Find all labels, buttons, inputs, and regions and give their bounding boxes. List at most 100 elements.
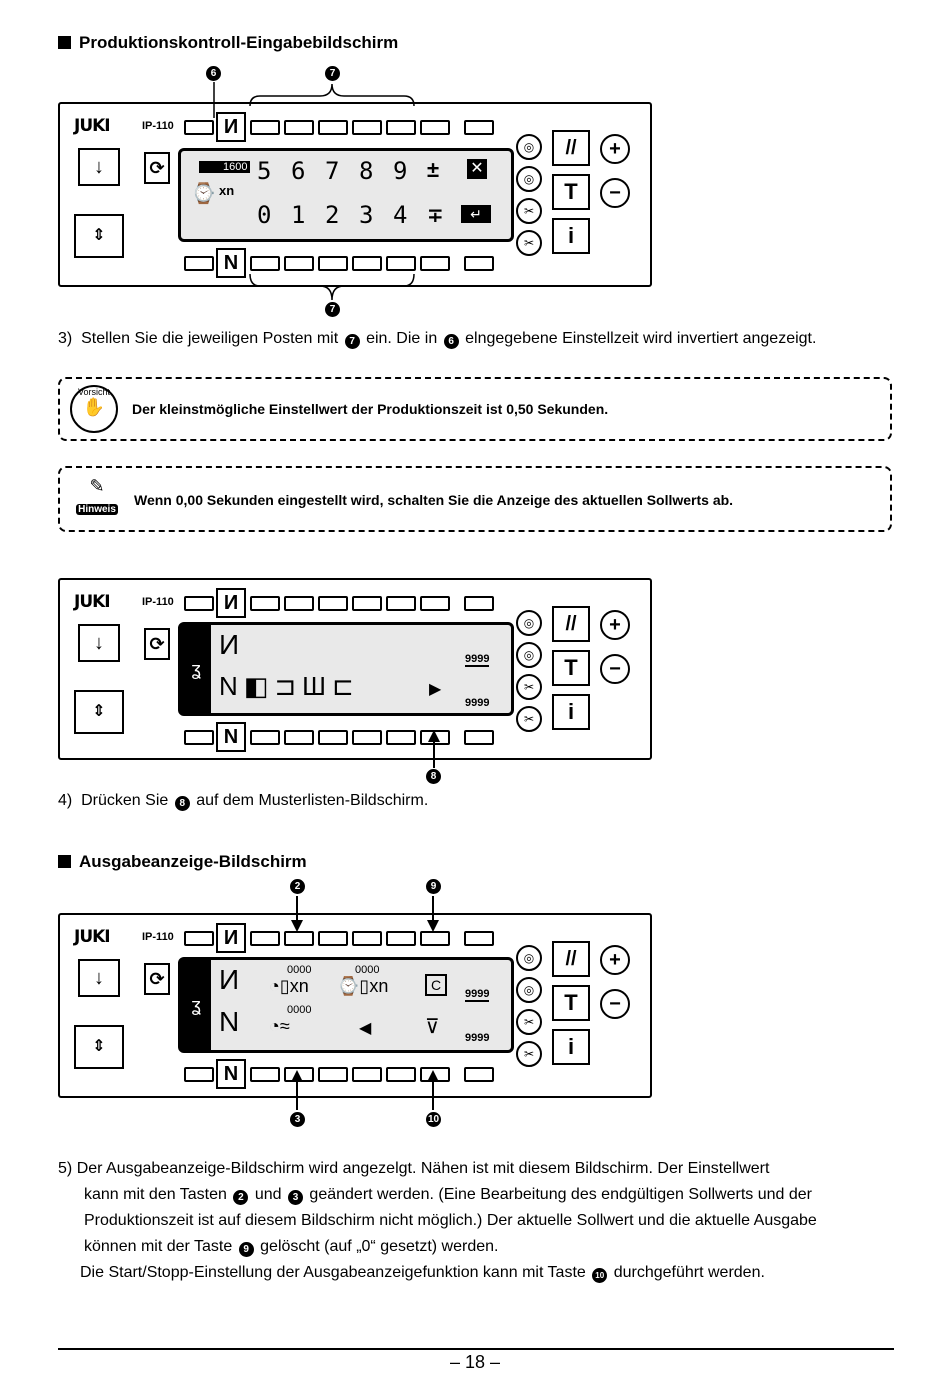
edit-key[interactable]: // xyxy=(552,606,590,642)
minus-key[interactable]: − xyxy=(600,178,630,208)
plus-key[interactable]: + xyxy=(600,134,630,164)
clock-target-icon[interactable]: ◔≈ xyxy=(269,1016,290,1036)
top-key-7[interactable] xyxy=(386,120,416,135)
t-key[interactable]: T xyxy=(552,650,590,686)
reset-key[interactable]: ⟳ xyxy=(144,963,170,995)
info-key[interactable]: i xyxy=(552,1029,590,1065)
t-key[interactable]: T xyxy=(552,174,590,210)
enter-icon[interactable]: ↵ xyxy=(461,205,491,223)
edit-key[interactable]: // xyxy=(552,941,590,977)
start-stop-icon[interactable]: ⊽ xyxy=(425,1016,440,1038)
digit-7[interactable]: 7 xyxy=(325,157,340,185)
top-key-6[interactable] xyxy=(352,120,382,135)
clock-count-icon[interactable]: ◔▯xn xyxy=(269,976,309,996)
plus-key[interactable]: + xyxy=(600,945,630,975)
winder-icon[interactable]: ◎ xyxy=(516,977,542,1003)
bottom-key-9[interactable] xyxy=(464,730,494,745)
thread-key[interactable]: ⇕ xyxy=(74,690,124,734)
digit-8[interactable]: 8 xyxy=(359,157,374,185)
pattern-icon-top[interactable]: И xyxy=(219,629,240,660)
reset-key[interactable]: ⟳ xyxy=(144,628,170,660)
bottom-key-6[interactable] xyxy=(352,256,382,271)
bottom-key-5[interactable] xyxy=(318,1067,348,1082)
top-key-3[interactable] xyxy=(250,596,280,611)
top-key-4[interactable] xyxy=(284,931,314,946)
winder-icon[interactable]: ◎ xyxy=(516,642,542,668)
digit-1[interactable]: 1 xyxy=(291,201,306,229)
digit-6[interactable]: 6 xyxy=(291,157,306,185)
top-key-4[interactable] xyxy=(284,596,314,611)
digit-0[interactable]: 0 xyxy=(257,201,272,229)
ready-key[interactable]: ↓ xyxy=(78,624,120,662)
next-arrow-icon[interactable]: ▶ xyxy=(429,681,442,698)
top-key-И[interactable]: И xyxy=(216,112,246,142)
digit-4[interactable]: 4 xyxy=(393,201,408,229)
top-key-5[interactable] xyxy=(318,931,348,946)
top-key-9[interactable] xyxy=(464,120,494,135)
top-key-9[interactable] xyxy=(464,596,494,611)
back-arrow-icon[interactable]: ◀ xyxy=(359,1020,372,1037)
reset-key[interactable]: ⟳ xyxy=(144,152,170,184)
time-count-icon[interactable]: ⌚▯xn xyxy=(337,976,389,996)
cancel-icon[interactable]: ✕ xyxy=(467,159,487,179)
bottom-key-1[interactable] xyxy=(184,1067,214,1082)
bottom-key-3[interactable] xyxy=(250,730,280,745)
bottom-key-8[interactable] xyxy=(420,256,450,271)
thread-clamp-icon[interactable]: ✂ xyxy=(516,674,542,700)
bottom-key-9[interactable] xyxy=(464,256,494,271)
top-key-3[interactable] xyxy=(250,931,280,946)
thread-clamp-icon[interactable]: ✂ xyxy=(516,1009,542,1035)
top-key-И[interactable]: И xyxy=(216,923,246,953)
ready-key[interactable]: ↓ xyxy=(78,148,120,186)
edit-key[interactable]: // xyxy=(552,130,590,166)
digit-9[interactable]: 9 xyxy=(393,157,408,185)
bottom-key-3[interactable] xyxy=(250,1067,280,1082)
bottom-key-1[interactable] xyxy=(184,730,214,745)
presser-icon[interactable]: ✂ xyxy=(516,1041,542,1067)
winder-icon[interactable]: ◎ xyxy=(516,166,542,192)
plus-key[interactable]: + xyxy=(600,610,630,640)
info-key[interactable]: i xyxy=(552,694,590,730)
top-key-6[interactable] xyxy=(352,931,382,946)
minus-key[interactable]: − xyxy=(600,654,630,684)
top-key-1[interactable] xyxy=(184,120,214,135)
thread-clamp-icon[interactable]: ✂ xyxy=(516,198,542,224)
presser-icon[interactable]: ✂ xyxy=(516,706,542,732)
top-key-8[interactable] xyxy=(420,596,450,611)
thread-key[interactable]: ⇕ xyxy=(74,1025,124,1069)
presser-icon[interactable]: ✂ xyxy=(516,230,542,256)
top-key-1[interactable] xyxy=(184,596,214,611)
top-key-8[interactable] xyxy=(420,120,450,135)
bottom-key-4[interactable] xyxy=(284,730,314,745)
minus-arrow-icon[interactable]: ∓ xyxy=(427,205,444,227)
top-key-3[interactable] xyxy=(250,120,280,135)
top-key-6[interactable] xyxy=(352,596,382,611)
bottom-key-7[interactable] xyxy=(386,730,416,745)
t-key[interactable]: T xyxy=(552,985,590,1021)
bottom-key-N[interactable]: N xyxy=(216,722,246,752)
model-select-icon[interactable]: ◎ xyxy=(516,134,542,160)
digit-2[interactable]: 2 xyxy=(325,201,340,229)
model-select-icon[interactable]: ◎ xyxy=(516,610,542,636)
top-key-7[interactable] xyxy=(386,596,416,611)
bottom-key-N[interactable]: N xyxy=(216,248,246,278)
pattern-icon-top[interactable]: И xyxy=(219,964,240,995)
minus-key[interactable]: − xyxy=(600,989,630,1019)
thread-key[interactable]: ⇕ xyxy=(74,214,124,258)
bottom-key-4[interactable] xyxy=(284,256,314,271)
info-key[interactable]: i xyxy=(552,218,590,254)
top-key-5[interactable] xyxy=(318,120,348,135)
clear-key[interactable]: C xyxy=(425,974,447,996)
pattern-icon-bottom[interactable]: N xyxy=(219,1006,240,1037)
top-key-9[interactable] xyxy=(464,931,494,946)
bottom-key-1[interactable] xyxy=(184,256,214,271)
top-key-5[interactable] xyxy=(318,596,348,611)
bottom-key-N[interactable]: N xyxy=(216,1059,246,1089)
top-key-7[interactable] xyxy=(386,931,416,946)
bottom-key-7[interactable] xyxy=(386,256,416,271)
bottom-key-6[interactable] xyxy=(352,730,382,745)
ready-key[interactable]: ↓ xyxy=(78,959,120,997)
digit-5[interactable]: 5 xyxy=(257,157,272,185)
bottom-key-3[interactable] xyxy=(250,256,280,271)
pattern-icon-row[interactable]: N◧⊐Ш⊏ xyxy=(219,671,360,701)
